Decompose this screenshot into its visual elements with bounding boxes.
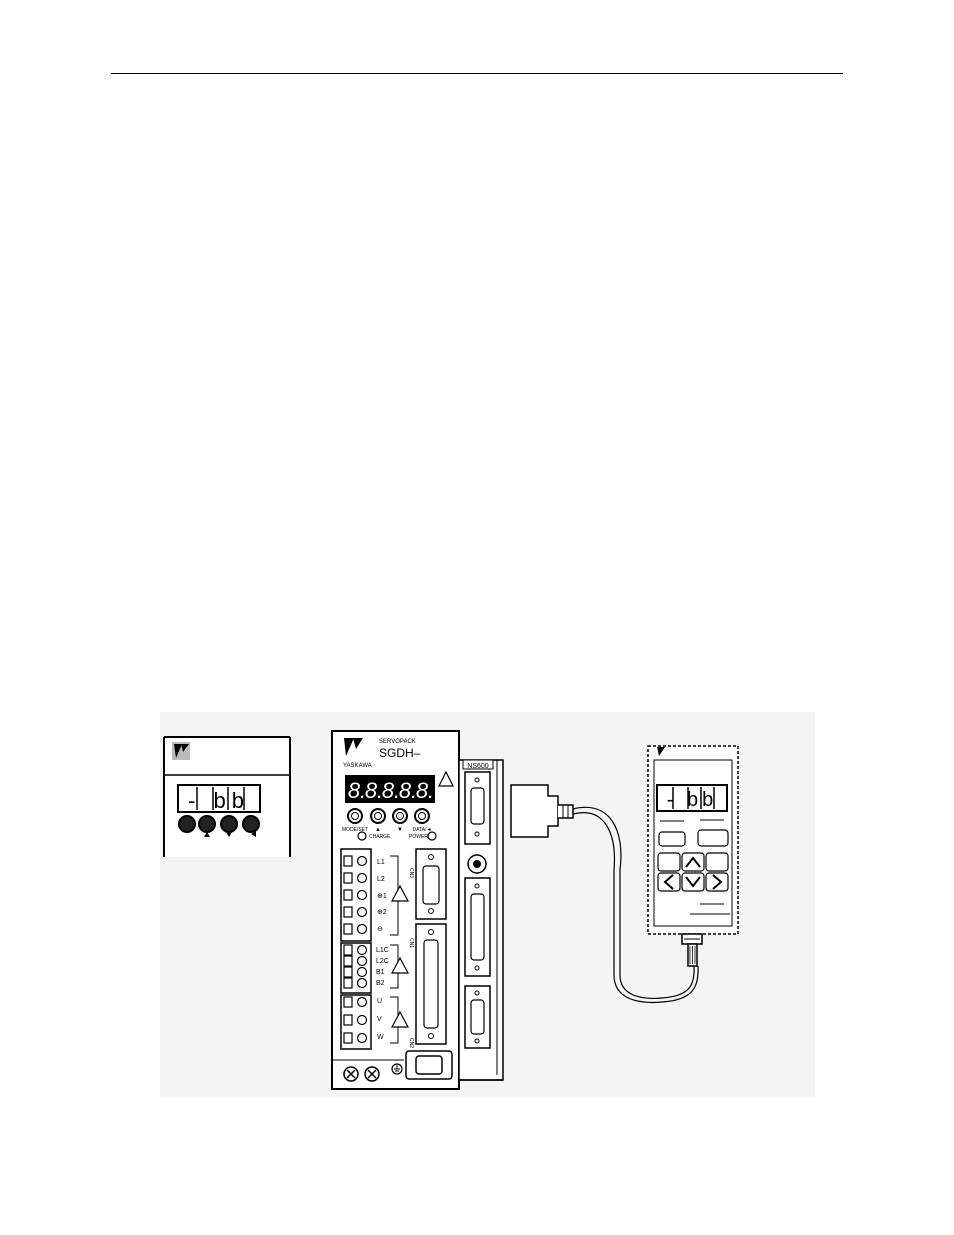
power-led bbox=[427, 831, 437, 841]
terminal-slot bbox=[343, 855, 353, 867]
digital-operator: - bb bbox=[647, 745, 739, 967]
closeup-display-text: - bb bbox=[188, 788, 250, 813]
terminal-label-p1: ⊕1 bbox=[377, 893, 387, 900]
terminal-screw bbox=[356, 889, 368, 901]
closeup-up-button[interactable] bbox=[198, 815, 216, 833]
terminal-slot bbox=[343, 944, 353, 956]
operator-key-right[interactable] bbox=[705, 872, 729, 892]
terminal-slot bbox=[343, 1014, 353, 1026]
servopack-unit: NS600 SERVOPACK SGDH– YASKAWA 8.8.8.8.8.… bbox=[331, 730, 504, 1090]
operator-key-svon[interactable] bbox=[657, 852, 681, 872]
warning-triangle-icon bbox=[438, 770, 454, 787]
down-arrow-icon bbox=[685, 876, 701, 888]
terminal-slot bbox=[343, 906, 353, 918]
left-arrow-icon bbox=[663, 874, 674, 890]
charge-label: CHARGE bbox=[369, 834, 391, 840]
terminal-slot bbox=[343, 966, 353, 978]
terminal-label-l1c: L1C bbox=[376, 947, 389, 954]
terminal-label-l2: L2 bbox=[377, 876, 385, 883]
terminal-screw bbox=[356, 977, 368, 989]
operator-logo-icon bbox=[657, 747, 665, 756]
charge-led bbox=[357, 831, 367, 841]
terminal-label-u: U bbox=[377, 998, 382, 1005]
terminal-slot bbox=[343, 1032, 353, 1044]
connection-cable bbox=[572, 806, 695, 1000]
terminal-label-n: ⊖ bbox=[377, 926, 383, 933]
cn2-label: CN2 bbox=[408, 1038, 414, 1048]
operator-key-down[interactable] bbox=[681, 872, 705, 892]
terminal-screw bbox=[356, 855, 368, 867]
option-label: NS600 bbox=[467, 763, 489, 770]
closeup-mode-button[interactable] bbox=[178, 815, 196, 833]
operator-display bbox=[656, 784, 728, 812]
terminal-slot bbox=[343, 923, 353, 935]
terminal-label-l1: L1 bbox=[377, 859, 385, 866]
operator-display-text: - bb bbox=[667, 789, 717, 811]
terminal-label-w: W bbox=[377, 1034, 384, 1041]
terminal-screw bbox=[356, 906, 368, 918]
terminal-label-b1: B1 bbox=[376, 969, 385, 976]
servopack-display-digits: 8.8.8.8.8. bbox=[348, 778, 434, 803]
power-label: POWER bbox=[409, 834, 428, 840]
terminal-slot bbox=[343, 977, 353, 989]
terminal-label-b2: B2 bbox=[376, 980, 385, 987]
operator-key-data[interactable] bbox=[705, 852, 729, 872]
terminal-slot bbox=[343, 889, 353, 901]
servopack-display-digit: 8. bbox=[382, 778, 400, 803]
terminal-label-v: V bbox=[377, 1016, 382, 1023]
servopack-display bbox=[345, 775, 435, 803]
down-arrow-icon bbox=[226, 832, 232, 837]
operator-key-alarm-reset[interactable] bbox=[658, 831, 686, 847]
up-arrow-icon bbox=[685, 856, 701, 868]
terminal-slot bbox=[343, 955, 353, 967]
closeup-data-button[interactable] bbox=[242, 815, 260, 833]
data-label: DATA/◄ bbox=[413, 827, 432, 833]
operator-key-left[interactable] bbox=[657, 872, 681, 892]
terminal-screw bbox=[356, 966, 368, 978]
terminal-screw bbox=[356, 944, 368, 956]
motor-warning-triangle-icon bbox=[391, 1010, 409, 1028]
page-header-rule bbox=[111, 73, 843, 74]
closeup-buttons bbox=[178, 815, 260, 837]
up-arrow-icon bbox=[204, 832, 210, 837]
servopack-display-digit: 8. bbox=[348, 778, 366, 803]
terminal-screw bbox=[356, 996, 368, 1008]
terminal-screw bbox=[356, 1014, 368, 1026]
servopack-logo-icon bbox=[344, 738, 363, 756]
yaskawa-logo-icon bbox=[172, 742, 190, 760]
mode-set-label: MODE/SET bbox=[342, 827, 368, 833]
up-label: ▲ bbox=[375, 827, 381, 833]
operator-cable-plug bbox=[681, 933, 703, 967]
terminal-screw bbox=[356, 955, 368, 967]
closeup-down-button[interactable] bbox=[220, 815, 238, 833]
terminal-label-p2: ⊕2 bbox=[377, 909, 387, 916]
cable-plug bbox=[510, 784, 699, 1004]
cn3-label: CN3 bbox=[408, 868, 414, 878]
servopack-brand: YASKAWA bbox=[343, 763, 372, 769]
terminal-screw bbox=[356, 1032, 368, 1044]
servopack-model: SGDH– bbox=[379, 746, 421, 760]
terminal-slot bbox=[343, 872, 353, 884]
right-arrow-icon bbox=[712, 874, 723, 890]
terminal-label-l2c: L2C bbox=[376, 958, 389, 965]
servopack-display-digit: 8. bbox=[365, 778, 383, 803]
operator-key-up[interactable] bbox=[681, 852, 705, 872]
main-warning-triangle-icon bbox=[391, 884, 409, 902]
closeup-display bbox=[177, 784, 261, 813]
down-label: ▼ bbox=[397, 827, 403, 833]
servopack-display-digit: 8. bbox=[416, 778, 434, 803]
terminal-slot bbox=[343, 996, 353, 1008]
servopack-title: SERVOPACK bbox=[379, 739, 416, 745]
left-arrow-icon bbox=[251, 831, 256, 837]
terminal-screw bbox=[356, 923, 368, 935]
control-warning-triangle-icon bbox=[391, 956, 409, 974]
servopack-buttons: MODE/SET ▲ ▼ DATA/◄ bbox=[342, 808, 432, 833]
panel-operator-closeup: - bb bbox=[163, 736, 291, 857]
servopack-display-digit: 8. bbox=[399, 778, 417, 803]
terminal-screws bbox=[343, 855, 368, 1044]
terminal-screw bbox=[356, 872, 368, 884]
operator-key-dsp[interactable] bbox=[697, 829, 729, 847]
cn1-label: CN1 bbox=[408, 938, 414, 948]
